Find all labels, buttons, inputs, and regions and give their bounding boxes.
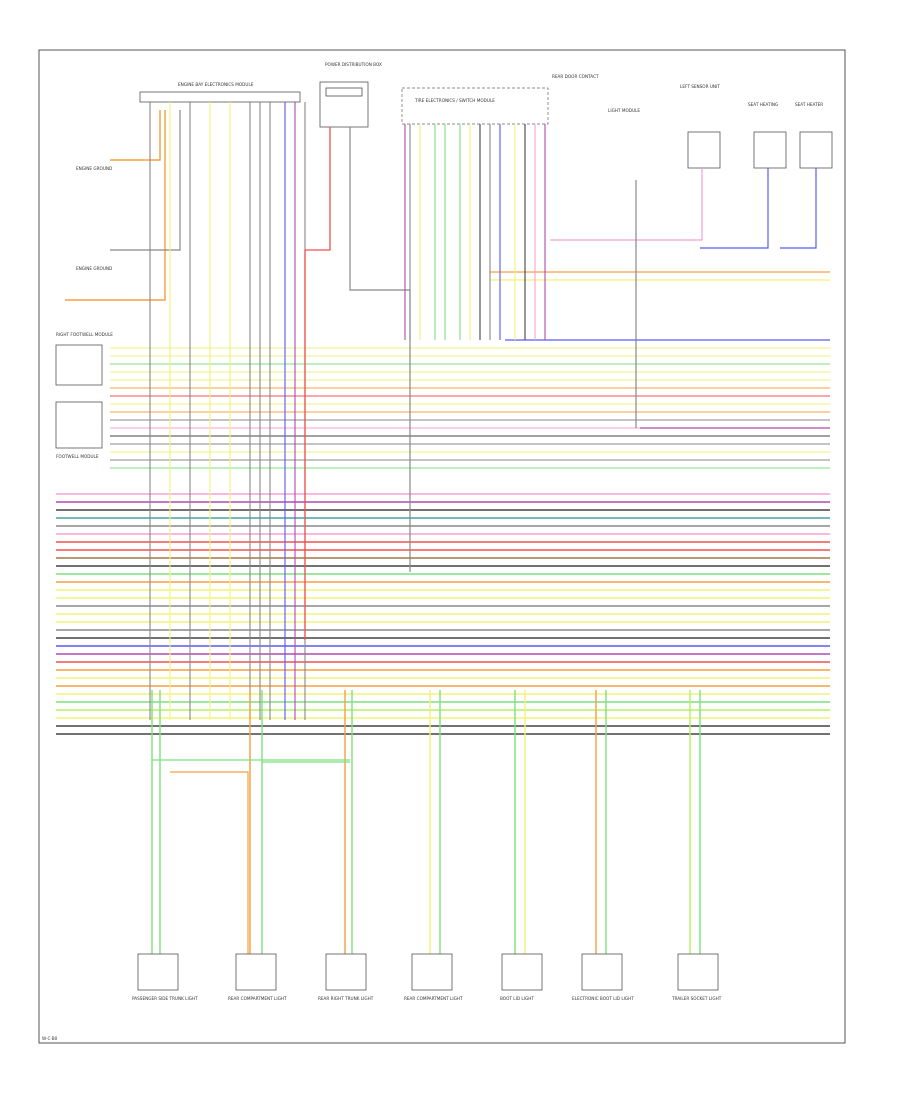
wire-81 (550, 168, 703, 241)
ecm-label: ENGINE BAY ELECTRONICS MODULE (178, 82, 254, 87)
sensor-unit-label: LEFT SENSOR UNIT (680, 84, 720, 89)
load-box-2 (235, 953, 277, 991)
light-module-label: LIGHT MODULE (608, 108, 640, 113)
footwell-module-box-1 (55, 344, 103, 386)
load-box-7 (677, 953, 719, 991)
load-label-2: REAR COMPARTMENT LIGHT (228, 996, 287, 1001)
wire-82 (700, 168, 769, 249)
ecm-connector (139, 91, 301, 103)
wire-51 (110, 110, 161, 161)
power-dist-label: POWER DISTRIBUTION BOX (325, 62, 382, 67)
wire-66 (349, 127, 411, 572)
load-label-4: REAR COMPARTMENT LIGHT (404, 996, 463, 1001)
rear-door-label: REAR DOOR CONTACT (552, 74, 599, 79)
footwell-module-label-1: RIGHT FOOTWELL MODULE (56, 332, 113, 337)
load-box-6 (581, 953, 623, 991)
seat-heater-box-2 (799, 131, 833, 169)
sensor-unit-box (687, 131, 721, 169)
wire-65 (304, 127, 331, 640)
center-module-label: TIRE ELECTRONICS / SWITCH MODULE (414, 98, 495, 103)
diagram-border (38, 49, 846, 1044)
footwell-module-box-2 (55, 401, 103, 449)
left-components: ENGINE GROUND ENGINE GROUND RIGHT FOOTWE… (55, 166, 113, 459)
wire-100 (170, 771, 249, 954)
seat-heater-box-1 (753, 131, 787, 169)
load-box-5 (501, 953, 543, 991)
load-box-1 (137, 953, 179, 991)
wire-52 (65, 110, 166, 301)
load-box-3 (325, 953, 367, 991)
wire-83 (780, 168, 817, 249)
wire-layer (56, 102, 830, 954)
load-label-7: TRAILER SOCKET LIGHT (671, 996, 722, 1001)
top-components: ENGINE BAY ELECTRONICS MODULE POWER DIST… (139, 62, 833, 169)
footwell-module-label-2: FOOTWELL MODULE (56, 454, 99, 459)
load-label-3: REAR RIGHT TRUNK LIGHT (318, 996, 374, 1001)
load-label-6: ELECTRONIC BOOT LID LIGHT (572, 996, 634, 1001)
seat-heater-label-1: SEAT HEATING (748, 102, 778, 107)
power-dist-inner (325, 87, 363, 97)
load-box-4 (411, 953, 453, 991)
seat-heater-label-2: SEAT HEATER (795, 102, 823, 107)
engine-ground-label-2: ENGINE GROUND (76, 266, 112, 271)
bottom-loads: PASSENGER SIDE TRUNK LIGHT REAR COMPARTM… (132, 953, 722, 1001)
footer-code: W·C·B0 (42, 1036, 58, 1041)
load-label-5: BOOT LID LIGHT (500, 996, 534, 1001)
load-label-1: PASSENGER SIDE TRUNK LIGHT (132, 996, 198, 1001)
center-module (401, 87, 549, 125)
engine-ground-label-1: ENGINE GROUND (76, 166, 112, 171)
wire-53 (110, 110, 181, 251)
